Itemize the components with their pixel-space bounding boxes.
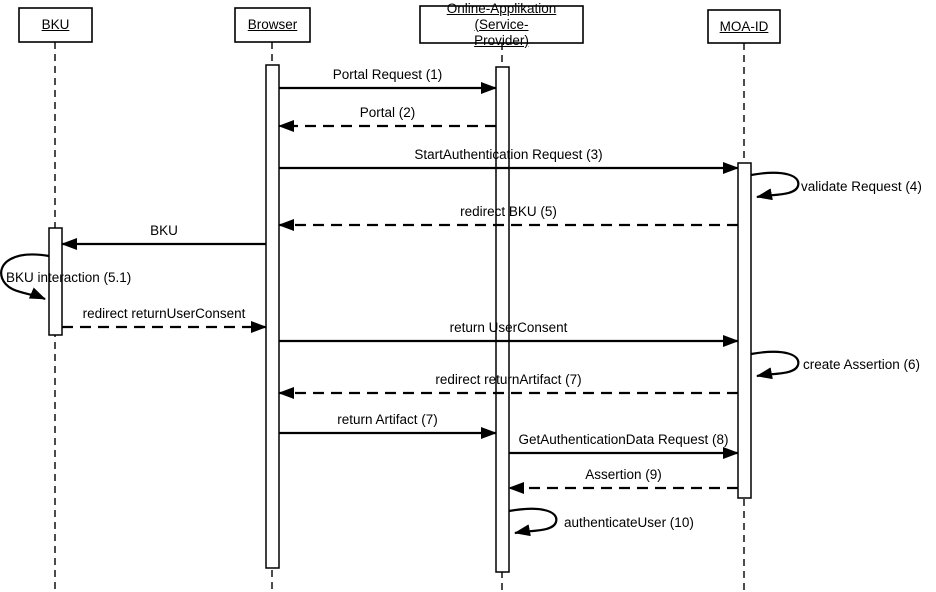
message-label-0: Portal Request (1) <box>332 67 443 82</box>
message-label-4: redirect BKU (5) <box>460 204 557 219</box>
message-label-1: Portal (2) <box>359 105 416 120</box>
message-label-12: GetAuthenticationData Request (8) <box>518 432 729 447</box>
actor-label-bku: BKU <box>41 17 70 32</box>
self-message-arrow-14 <box>508 507 558 537</box>
activation-online-app <box>495 66 510 573</box>
message-label-14: authenticateUser (10) <box>564 515 694 530</box>
actor-box-online-app <box>419 5 584 44</box>
self-message-arrow-3 <box>750 171 800 201</box>
actor-label-online-app: Online-Applikation (Service- Provider) <box>446 0 557 48</box>
actor-box-moa-id <box>707 9 781 44</box>
message-label-9: create Assertion (6) <box>803 357 921 372</box>
message-label-5: BKU <box>150 223 178 238</box>
actor-label-moa-id: MOA-ID <box>719 18 769 34</box>
self-message-arrow-6 <box>0 253 50 301</box>
message-label-6: BKU interaction (5.1) <box>6 270 132 285</box>
activation-moa-id <box>737 162 752 499</box>
activation-browser <box>265 64 280 569</box>
message-label-13: Assertion (9) <box>585 467 662 482</box>
activation-bku <box>48 227 63 336</box>
actor-label-browser: Browser <box>247 17 298 32</box>
actor-box-bku <box>18 7 93 43</box>
message-label-7: redirect returnUserConsent <box>82 306 246 321</box>
message-label-3: validate Request (4) <box>801 179 922 194</box>
message-label-8: return UserConsent <box>449 320 568 335</box>
self-message-arrow-9 <box>750 350 800 380</box>
message-label-2: StartAuthentication Request (3) <box>414 147 603 162</box>
actor-box-browser <box>234 7 311 43</box>
message-label-10: redirect returnArtifact (7) <box>435 372 582 387</box>
message-label-11: return Artifact (7) <box>337 412 438 427</box>
